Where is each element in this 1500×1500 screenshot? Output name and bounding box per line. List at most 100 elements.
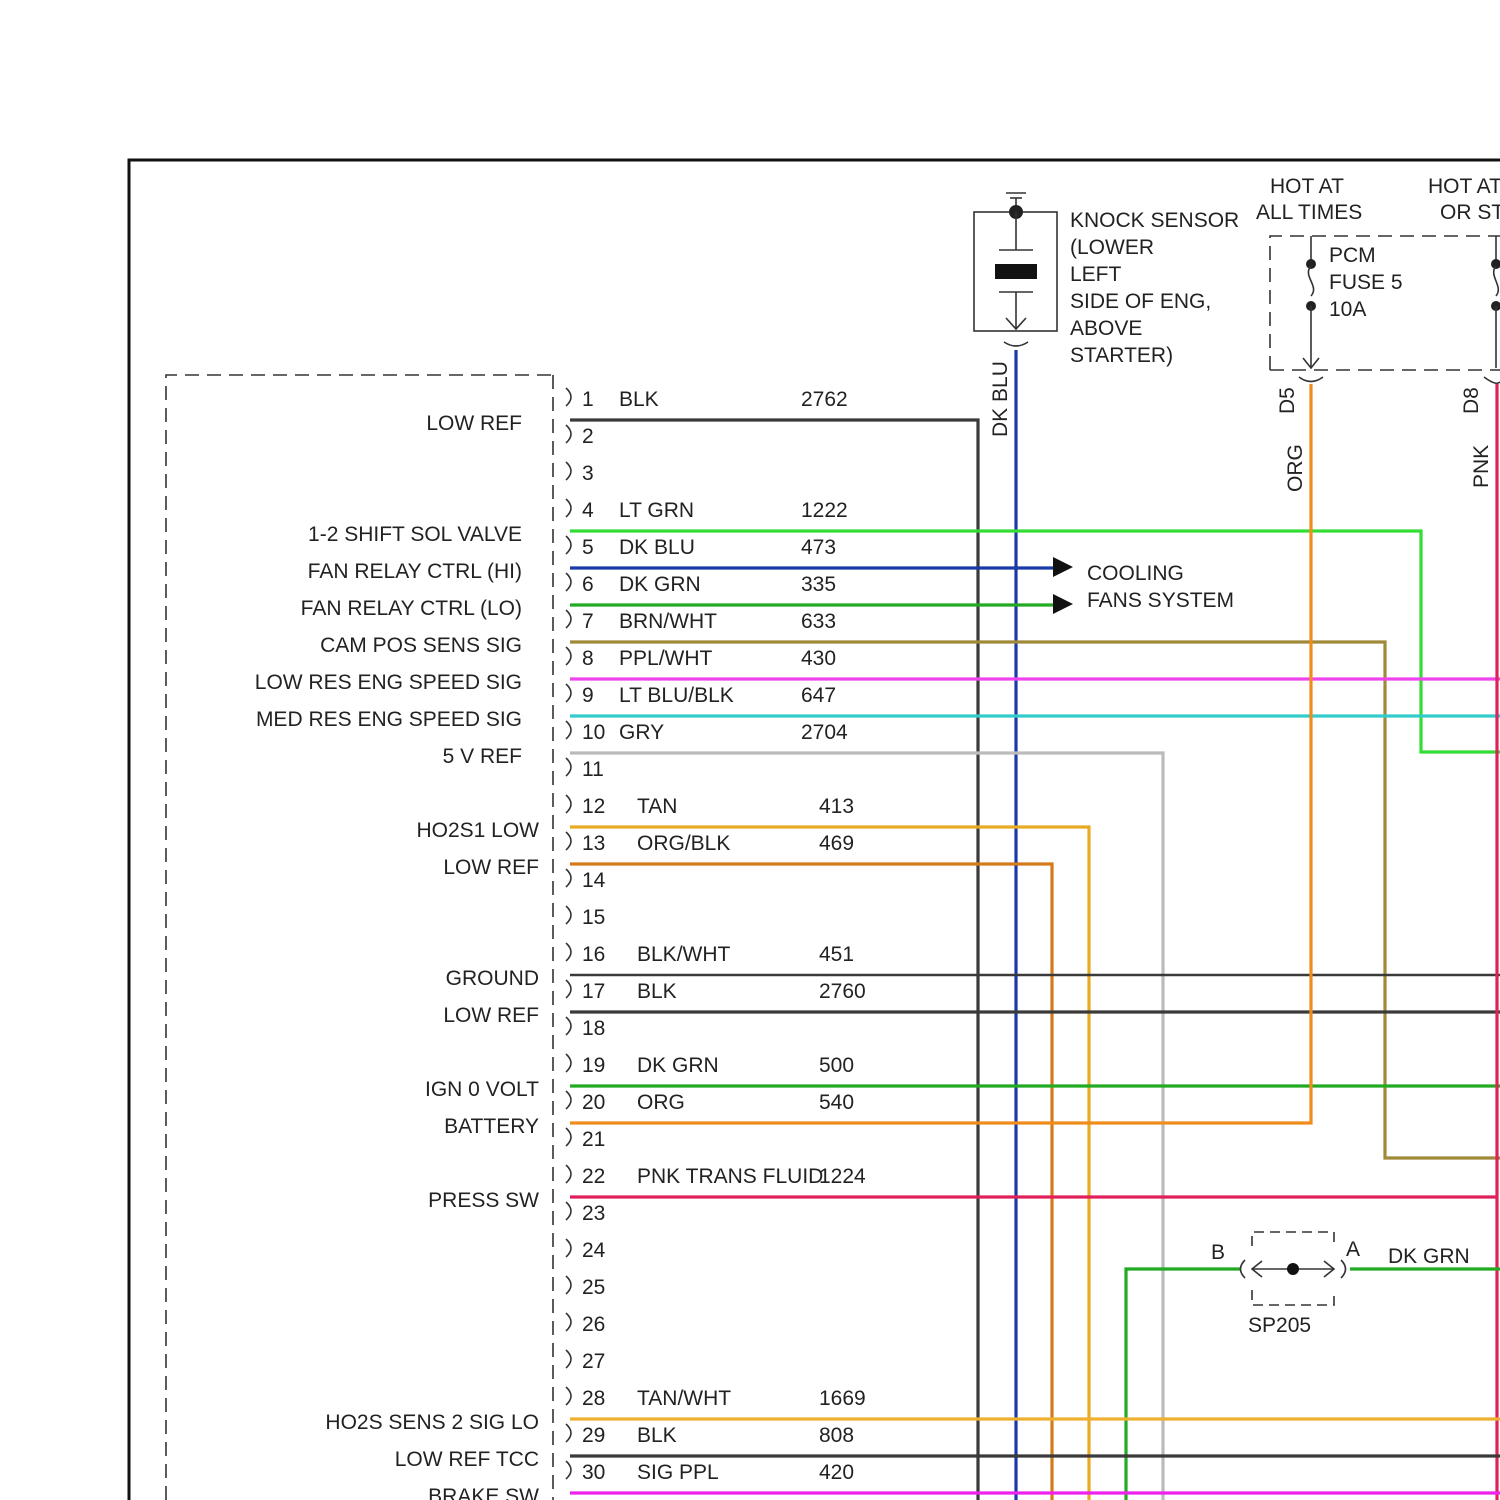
pin-number: 14 xyxy=(582,869,606,892)
pin-wire-color: LT GRN xyxy=(619,499,694,522)
fuse-terminal-dot-icon xyxy=(1306,259,1316,269)
pin-number: 6 xyxy=(582,573,594,596)
pin-circuit-number: 413 xyxy=(819,795,854,818)
pin-function-label: 1-2 SHIFT SOL VALVE xyxy=(308,523,522,546)
pin-function-label: LOW REF TCC xyxy=(395,1448,539,1471)
knock-sensor-label-6: STARTER) xyxy=(1070,344,1173,367)
pin-number: 20 xyxy=(582,1091,605,1114)
pin-circuit-number: 2704 xyxy=(801,721,848,744)
fuse-label-1: PCM xyxy=(1329,244,1376,267)
pin-wire-color: ORG xyxy=(637,1091,685,1114)
knock-sensor-label-5: ABOVE xyxy=(1070,317,1142,340)
connector-cavity-icon xyxy=(566,1128,571,1146)
connector-cavity-icon xyxy=(566,1091,571,1109)
pin-wire-color: BLK xyxy=(637,1424,677,1447)
connector-cavity-icon xyxy=(566,388,571,406)
pin-number: 22 xyxy=(582,1165,605,1188)
pin-function-label: FAN RELAY CTRL (HI) xyxy=(308,560,522,583)
terminal-d5-label: D5 xyxy=(1276,387,1299,414)
pin-function-label: HO2S SENS 2 SIG LO xyxy=(325,1411,539,1434)
hot-at-run-1: HOT AT xyxy=(1428,175,1500,198)
arrow-right-icon xyxy=(1053,594,1073,614)
hot-at-all-times-2: ALL TIMES xyxy=(1256,201,1362,224)
pin-circuit-number: 420 xyxy=(819,1461,854,1484)
connector-cavity-icon xyxy=(566,1202,571,1220)
fuse-block: HOT AT ALL TIMES HOT AT OR ST PCM FUSE 5… xyxy=(1256,175,1500,492)
connector-cavity-icon xyxy=(566,943,571,961)
wires xyxy=(570,350,1500,1500)
cooling-fans-reference: COOLING FANS SYSTEM xyxy=(1053,557,1234,614)
connector-cavity-icon xyxy=(566,1276,571,1294)
splice-wire-label: DK GRN xyxy=(1388,1245,1470,1268)
pin-circuit-number: 2760 xyxy=(819,980,866,1003)
pin-circuit-number: 647 xyxy=(801,684,836,707)
pin-circuit-number: 473 xyxy=(801,536,836,559)
fuse-terminal-d8 xyxy=(1484,377,1500,383)
pin-circuit-number: 633 xyxy=(801,610,836,633)
pin-number: 1 xyxy=(582,388,594,411)
pin-wire-color: TAN xyxy=(637,795,677,818)
connector-cavity-icon xyxy=(566,462,571,480)
diagram-frame xyxy=(129,160,1500,1500)
fuse-icon xyxy=(1308,266,1313,296)
pin-function-label: LOW REF xyxy=(443,856,539,879)
connector-cavity-icon xyxy=(566,832,571,850)
pin-number: 10 xyxy=(582,721,605,744)
connector-cavity-icon xyxy=(566,499,571,517)
pin-wire-color: BLK xyxy=(637,980,677,1003)
connector-cavity-icon xyxy=(566,795,571,813)
connector-cavity-icon xyxy=(566,1461,571,1479)
pin-number: 4 xyxy=(582,499,594,522)
pin-number: 15 xyxy=(582,906,605,929)
pin-wire-color: BLK xyxy=(619,388,659,411)
connector-cavity-icon xyxy=(566,1387,571,1405)
pin-wire-color: BRN/WHT xyxy=(619,610,717,633)
splice-sp205: B A DK GRN SP205 xyxy=(1211,1232,1470,1337)
connector-cavity-icon xyxy=(566,1239,571,1257)
pin-circuit-number: 500 xyxy=(819,1054,854,1077)
pin-circuit-number: 808 xyxy=(819,1424,854,1447)
pin-function-label: MED RES ENG SPEED SIG xyxy=(256,708,522,731)
pin-circuit-number: 540 xyxy=(819,1091,854,1114)
pin-number: 26 xyxy=(582,1313,605,1336)
pin-wire-color: SIG PPL xyxy=(637,1461,719,1484)
wire-brn-wht-633 xyxy=(570,642,1500,1158)
pin-number: 18 xyxy=(582,1017,605,1040)
pin-number: 24 xyxy=(582,1239,606,1262)
pin-function-label: LOW RES ENG SPEED SIG xyxy=(255,671,522,694)
pin-wire-color: ORG/BLK xyxy=(637,832,730,855)
connector-cavity-icon xyxy=(566,610,571,628)
splice-left-label: B xyxy=(1211,1241,1225,1264)
knock-sensor: KNOCK SENSOR (LOWER LEFT SIDE OF ENG, AB… xyxy=(974,193,1239,437)
pin-circuit-number: 451 xyxy=(819,943,854,966)
pin-function-label: BATTERY xyxy=(444,1115,539,1138)
pin-number: 17 xyxy=(582,980,605,1003)
knock-sensor-terminal xyxy=(1004,342,1028,346)
pin-number: 3 xyxy=(582,462,594,485)
pin-circuit-number: 1224 xyxy=(819,1165,866,1188)
piezo-element-icon xyxy=(995,264,1037,279)
pin-function-label: LOW REF xyxy=(443,1004,539,1027)
connector-cavity-icon xyxy=(566,980,571,998)
connector-cavity-icon xyxy=(566,906,571,924)
pin-number: 5 xyxy=(582,536,594,559)
pin-wire-color: PNK TRANS FLUID xyxy=(637,1165,823,1188)
terminal-d8-wire-label: PNK xyxy=(1470,445,1493,488)
pin-wire-color: DK BLU xyxy=(619,536,695,559)
pin-number: 29 xyxy=(582,1424,605,1447)
connector-cavity-icon xyxy=(566,573,571,591)
pin-function-label: 5 V REF xyxy=(443,745,522,768)
pin-number: 9 xyxy=(582,684,594,707)
pin-wire-color: GRY xyxy=(619,721,664,744)
connector-cavity-icon xyxy=(566,684,571,702)
pin-circuit-number: 1669 xyxy=(819,1387,866,1410)
pin-number: 27 xyxy=(582,1350,605,1373)
pin-number: 13 xyxy=(582,832,605,855)
pin-number: 12 xyxy=(582,795,605,818)
cooling-label-1: COOLING xyxy=(1087,562,1184,585)
knock-sensor-wire-label: DK BLU xyxy=(989,361,1012,437)
fuse-terminal-d5 xyxy=(1299,377,1323,382)
fuse-block-boundary xyxy=(1270,236,1500,370)
hot-at-all-times-1: HOT AT xyxy=(1270,175,1344,198)
